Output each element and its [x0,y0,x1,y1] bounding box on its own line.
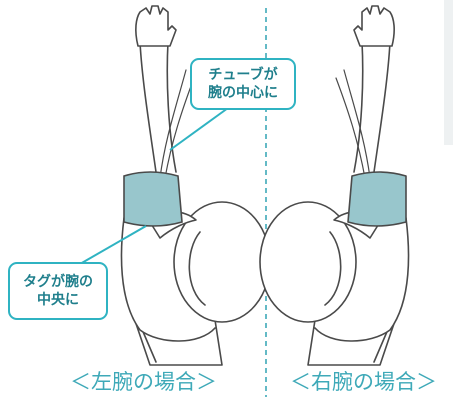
right-arm-figure [259,5,410,366]
right-arm-caption: ＜右腕の場合＞ [290,370,437,394]
body [314,217,410,342]
tube-callout-leader [169,107,229,151]
upper-arm [353,41,391,173]
tag-callout-line2: 中央に [37,292,79,308]
tube-callout: チューブが 腕の中心に [190,58,296,110]
tube-callout-line1: チューブが [208,67,278,83]
upper-arm [139,41,177,173]
side-panel [444,0,453,145]
head [259,201,357,323]
body [120,217,216,342]
tag-callout: タグが腕の 中央に [8,262,108,320]
tube [159,69,187,179]
tube-callout-line2: 腕の中心に [208,85,278,101]
right-cuff [347,171,407,227]
tag-callout-leader [79,225,147,265]
tag-callout-line1: タグが腕の [23,274,93,290]
hand [135,5,177,47]
tube [343,69,371,179]
left-arm-caption: ＜左腕の場合＞ [70,370,217,394]
hand [353,5,395,47]
left-arm-figure [120,5,271,366]
left-cuff [123,171,183,227]
